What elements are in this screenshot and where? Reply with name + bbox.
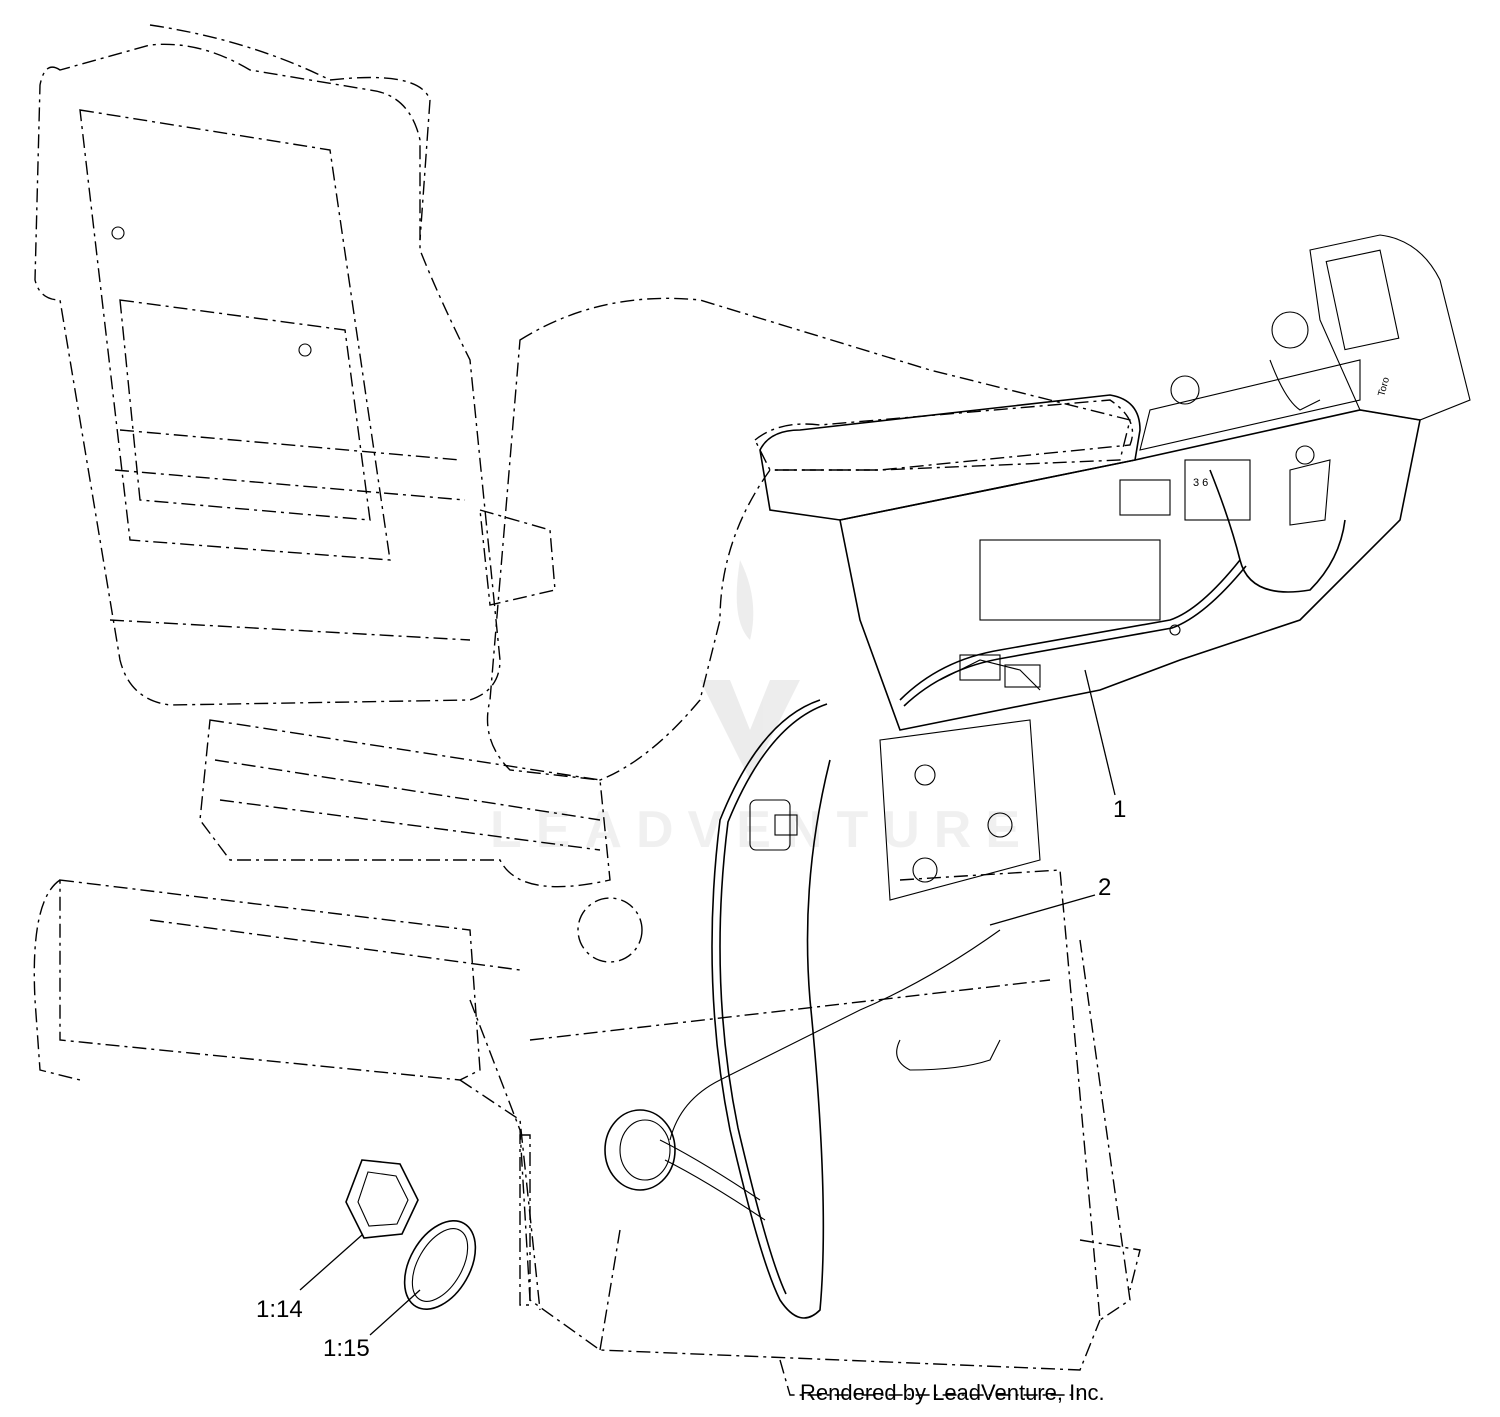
control-console: [759, 234, 1471, 731]
leadventure-logo-icon: [700, 560, 800, 780]
terminal-marks-label: 3 6: [1193, 477, 1209, 489]
seat-frame-outline: [33, 869, 1141, 1396]
wire-harness-2: [669, 699, 1001, 1319]
callout-item-1-15: 1:15: [323, 1335, 370, 1362]
wire-harness-1: [899, 469, 1346, 707]
render-credit: Rendered by LeadVenture, Inc.: [800, 1380, 1105, 1405]
leader-line-1-15: [369, 1289, 421, 1336]
hex-nut-part: [345, 1159, 419, 1239]
seat-suspension-outline: [199, 719, 643, 963]
mounting-bracket: [879, 719, 1041, 901]
watermark-text: LEADVENTURE: [490, 801, 1035, 859]
o-ring-part: [403, 1220, 477, 1310]
callout-item-1-14: 1:14: [256, 1296, 303, 1323]
leader-line-1: [1084, 669, 1116, 796]
leader-line-1-14: [299, 1234, 363, 1291]
leader-line-2: [989, 894, 1096, 926]
seat-cushion-outline: [486, 297, 1134, 781]
seat-back-outline: [34, 24, 556, 706]
callout-item-1: 1: [1113, 796, 1127, 823]
callout-item-2: 2: [1098, 874, 1112, 901]
bulkhead-grommet: [604, 1109, 766, 1221]
